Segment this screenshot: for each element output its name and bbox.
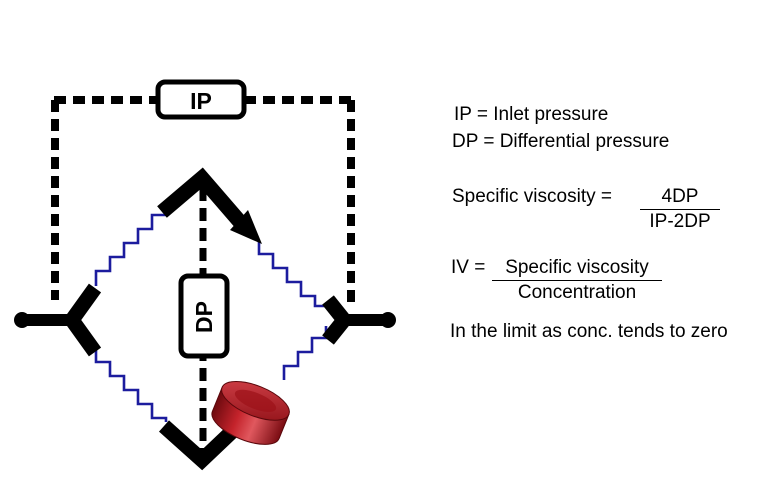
specific-viscosity-lhs: Specific viscosity =: [452, 186, 612, 207]
dp-box-label: DP: [191, 301, 217, 333]
capillary-upper-right: [257, 240, 326, 308]
dp-box: DP: [178, 273, 230, 359]
ip-definition: IP = Inlet pressure: [454, 104, 609, 125]
bottom-chevron: [158, 416, 248, 471]
ip-box: IP: [155, 79, 247, 120]
top-right-arrowhead: [230, 210, 262, 244]
iv-fraction: Specific viscosity Concentration: [492, 257, 662, 304]
specific-viscosity-fraction: 4DP IP-2DP: [640, 186, 720, 233]
iv-lhs: IV =: [451, 257, 486, 278]
limit-note: In the limit as conc. tends to zero: [450, 321, 728, 342]
capillary-tubes: [94, 206, 328, 422]
flow-pipes: [14, 312, 396, 328]
ip-dashed-line: [51, 96, 355, 306]
dp-definition: DP = Differential pressure: [452, 131, 670, 152]
capillary-lower-right: [282, 326, 328, 380]
iv-denominator: Concentration: [517, 282, 637, 303]
specific-viscosity-numerator: 4DP: [640, 186, 720, 210]
top-chevron: [157, 167, 246, 227]
reservoir-cylinder: [211, 381, 290, 445]
iv-numerator: Specific viscosity: [492, 257, 662, 281]
capillary-upper-left: [94, 206, 168, 286]
capillary-lower-left: [94, 348, 168, 422]
ip-box-label: IP: [190, 88, 212, 114]
specific-viscosity-denominator: IP-2DP: [649, 211, 711, 232]
